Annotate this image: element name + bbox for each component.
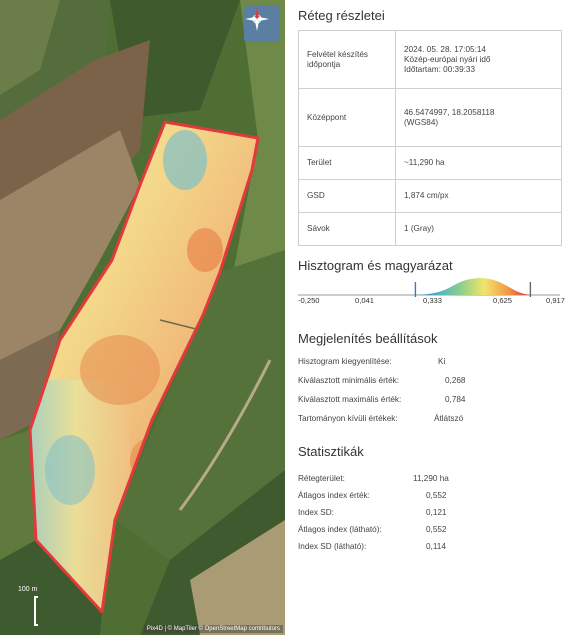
value-line: 46.5474997, 18.2058118 xyxy=(404,107,495,117)
row-value: 0,114 xyxy=(426,542,446,551)
table-row: Sávok 1 (Gray) xyxy=(298,212,562,246)
row-value: 0,784 xyxy=(445,395,466,404)
map-attribution[interactable]: Pix4D | © MapTiler © OpenStreetMap contr… xyxy=(143,625,283,633)
value-line: Időtartam: 00:39:33 xyxy=(404,64,476,74)
compass-icon[interactable] xyxy=(244,6,280,42)
value-line: 2024. 05. 28. 17:05:14 xyxy=(404,44,486,54)
row-value: 2024. 05. 28. 17:05:14 Közép-európai nyá… xyxy=(395,30,562,89)
layer-panel: Réteg részletei Felvétel készítés időpon… xyxy=(298,0,568,635)
histogram-curve xyxy=(415,278,531,295)
row-value: 0,121 xyxy=(426,508,447,517)
table-row: Felvétel készítés időpontja 2024. 05. 28… xyxy=(298,30,562,89)
row-value: 0,552 xyxy=(426,525,447,534)
scale-label: 100 m xyxy=(18,586,38,593)
row-label: Sávok xyxy=(298,212,396,246)
tick-label: 0,917 xyxy=(546,296,566,305)
satellite-map[interactable] xyxy=(0,0,285,635)
row-label: Középpont xyxy=(298,88,396,147)
row-value: 11,290 ha xyxy=(413,474,449,483)
row-value: Átlátszó xyxy=(434,414,464,423)
row-value: ~11,290 ha xyxy=(395,146,562,180)
row-label: Terület xyxy=(298,146,396,180)
tick-label: 0,333 xyxy=(423,296,443,305)
value-line: (WGS84) xyxy=(404,117,439,127)
tick-label: 0,041 xyxy=(355,296,375,305)
row-label: Tartományon kívüli értékek: xyxy=(298,414,398,423)
histogram[interactable] xyxy=(298,276,568,318)
details-title: Réteg részletei xyxy=(298,8,385,23)
row-label: Index SD (látható): xyxy=(298,542,367,551)
tick-label: 0,625 xyxy=(493,296,513,305)
value-line: Közép-európai nyári idő xyxy=(404,54,491,64)
row-value: 0,268 xyxy=(445,376,466,385)
row-value: 1 (Gray) xyxy=(395,212,562,246)
row-label: GSD xyxy=(298,179,396,213)
table-row: Terület ~11,290 ha xyxy=(298,146,562,180)
row-label: Átlagos index érték: xyxy=(298,491,370,500)
row-label: Rétegterület: xyxy=(298,474,345,483)
row-value: Ki xyxy=(438,357,446,366)
histogram-title: Hisztogram és magyarázat xyxy=(298,258,453,273)
tick-label: -0,250 xyxy=(298,296,320,305)
histogram-svg[interactable] xyxy=(298,276,568,298)
row-value: 0,552 xyxy=(426,491,447,500)
row-label: Felvétel készítés időpontja xyxy=(298,30,396,89)
details-table: Felvétel készítés időpontja 2024. 05. 28… xyxy=(298,30,562,246)
row-label: Kiválasztott maximális érték: xyxy=(298,395,402,404)
row-label: Átlagos index (látható): xyxy=(298,525,382,534)
stats-title: Statisztikák xyxy=(298,444,364,459)
table-row: GSD 1,874 cm/px xyxy=(298,179,562,213)
map-view[interactable]: 100 m Pix4D | © MapTiler © OpenStreetMap… xyxy=(0,0,285,635)
scale-bar xyxy=(34,596,38,626)
display-title: Megjelenítés beállítások xyxy=(298,331,438,346)
row-label: Kiválasztott minimális érték: xyxy=(298,376,400,385)
row-value: 46.5474997, 18.2058118 (WGS84) xyxy=(395,88,562,147)
row-value: 1,874 cm/px xyxy=(395,179,562,213)
row-label: Hisztogram kiegyenlítése: xyxy=(298,357,392,366)
table-row: Középpont 46.5474997, 18.2058118 (WGS84) xyxy=(298,88,562,147)
row-label: Index SD: xyxy=(298,508,334,517)
